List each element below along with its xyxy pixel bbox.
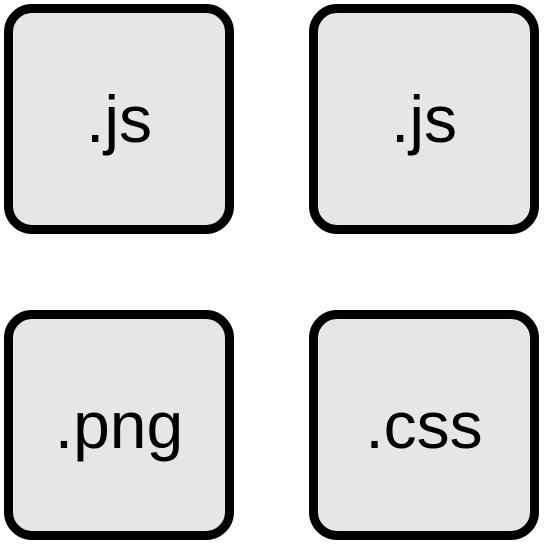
file-tile-css: .css <box>309 310 539 540</box>
file-tile-js-1: .js <box>4 4 234 234</box>
file-tile-png: .png <box>4 310 234 540</box>
file-tile-js-2: .js <box>309 4 539 234</box>
file-tile-label: .css <box>365 388 483 462</box>
file-tile-label: .png <box>54 388 184 462</box>
file-tile-label: .js <box>391 82 457 156</box>
file-tile-label: .js <box>86 82 152 156</box>
